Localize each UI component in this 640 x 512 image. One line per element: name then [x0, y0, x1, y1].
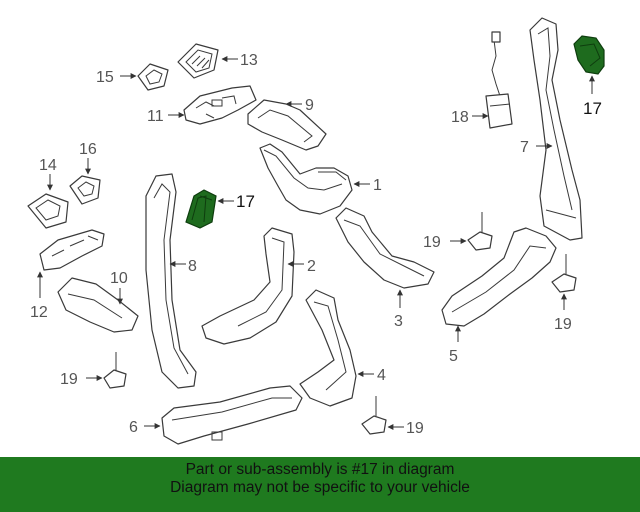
disclaimer-banner: Part or sub-assembly is #17 in diagram D… [0, 457, 640, 512]
parts-diagram: 13 15 11 9 1 16 14 [27, 17, 605, 445]
callout-14: 14 [39, 157, 57, 174]
part-17-highlighted-alt [573, 35, 605, 75]
callout-16: 16 [79, 141, 97, 158]
callout-17b: 17 [583, 99, 602, 118]
callout-6: 6 [129, 419, 138, 436]
part-18-sensor [485, 31, 513, 129]
part-11-bracket [183, 85, 257, 125]
part-19-screw-c [467, 212, 493, 251]
callout-19c: 19 [423, 234, 441, 251]
callout-11: 11 [147, 108, 164, 125]
callout-7: 7 [520, 139, 529, 156]
callout-13: 13 [240, 52, 258, 69]
callout-12: 12 [30, 304, 48, 321]
part-14-pad [27, 193, 69, 229]
part-2-duct [201, 227, 295, 345]
callout-9: 9 [305, 97, 314, 114]
callout-2: 2 [307, 258, 316, 275]
part-17-highlighted [185, 189, 217, 229]
part-5-duct [441, 227, 557, 327]
part-16-pad [69, 175, 101, 205]
part-4-duct [299, 289, 357, 407]
callout-8: 8 [188, 258, 197, 275]
part-1-duct [259, 143, 353, 215]
callout-19d: 19 [554, 316, 572, 333]
part-19-screw-d [551, 254, 577, 293]
part-12-bracket [39, 229, 105, 271]
part-8-duct [145, 173, 197, 389]
callout-15: 15 [96, 69, 114, 86]
part-3-duct [335, 207, 435, 289]
callout-17a: 17 [236, 192, 255, 211]
part-6-duct [161, 385, 303, 445]
callout-1: 1 [373, 177, 382, 194]
part-10-duct [57, 277, 139, 333]
callout-3: 3 [394, 313, 403, 330]
callout-18: 18 [451, 109, 469, 126]
part-13-pad [177, 43, 219, 79]
disclaimer-line-2: Diagram may not be specific to your vehi… [170, 479, 470, 496]
callout-19a: 19 [60, 371, 78, 388]
callout-4: 4 [377, 367, 386, 384]
part-15-pad [137, 63, 169, 91]
callout-10: 10 [110, 270, 128, 287]
part-9-duct [247, 99, 327, 151]
part-19-screw-b [361, 396, 387, 435]
callout-19b: 19 [406, 420, 424, 437]
disclaimer-line-1: Part or sub-assembly is #17 in diagram [185, 461, 455, 478]
part-7-duct [529, 17, 583, 241]
callout-5: 5 [449, 348, 458, 365]
part-19-screw-a [103, 352, 127, 389]
